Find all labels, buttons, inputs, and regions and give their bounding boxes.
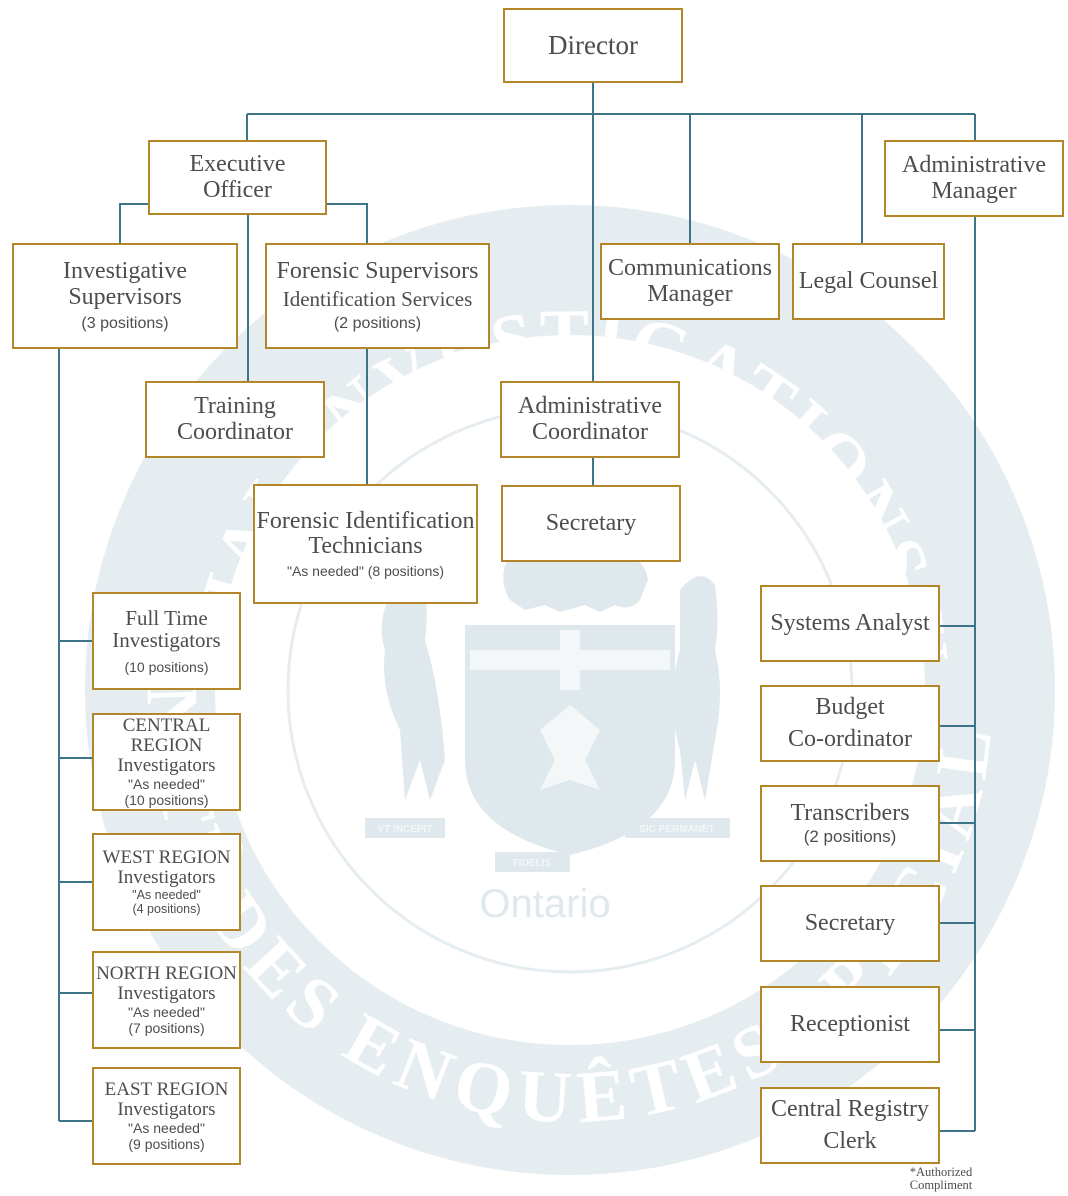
node-secretary-center-title: Secretary — [545, 509, 637, 536]
node-training-coordinator: Training Coordinator — [145, 381, 325, 458]
node-full-time-investigators-positions: (10 positions) — [124, 659, 209, 675]
node-central-region-role: Investigators — [117, 754, 216, 776]
motto-banner-right — [625, 818, 730, 838]
node-central-region-note: "As needed" — [128, 775, 205, 792]
node-communications-manager-line2: Manager — [647, 280, 733, 307]
node-investigative-supervisors-line1: Investigative — [63, 258, 187, 285]
node-full-time-investigators-line2: Investigators — [112, 627, 221, 652]
motto-left: VT INCEPIT — [377, 824, 432, 835]
node-legal-counsel: Legal Counsel — [792, 243, 945, 320]
node-east-region-role: Investigators — [117, 1098, 216, 1120]
node-central-region-positions: (10 positions) — [124, 791, 209, 808]
node-budget-coordinator-line1: Budget — [815, 694, 885, 721]
node-administrative-coordinator-line1: Administrative — [518, 393, 662, 420]
node-central-registry-clerk: Central Registry Clerk — [760, 1087, 940, 1164]
footnote: *Authorized Compliment — [896, 1165, 986, 1193]
node-administrative-manager-line2: Manager — [931, 177, 1017, 204]
node-east-region: EAST REGION Investigators "As needed" (9… — [92, 1067, 241, 1165]
node-forensic-supervisors-line2: Identification Services — [282, 287, 473, 312]
deer-right-icon — [672, 576, 720, 800]
node-transcribers-positions: (2 positions) — [803, 827, 897, 847]
node-investigative-supervisors: Investigative Supervisors (3 positions) — [12, 243, 238, 349]
node-administrative-coordinator-line2: Coordinator — [532, 418, 648, 445]
node-west-region-positions: (4 positions) — [132, 901, 201, 916]
node-central-region: CENTRAL REGION Investigators "As needed"… — [92, 713, 241, 811]
node-forensic-supervisors: Forensic Supervisors Identification Serv… — [265, 243, 490, 349]
node-communications-manager: Communications Manager — [600, 243, 780, 320]
node-west-region-note: "As needed" — [132, 887, 201, 902]
node-west-region-role: Investigators — [117, 866, 216, 888]
connector-exec-left — [119, 203, 150, 244]
footnote-line1: *Authorized — [909, 1165, 973, 1179]
motto-center: FIDELIS — [513, 858, 552, 869]
node-transcribers: Transcribers (2 positions) — [760, 785, 940, 862]
node-north-region-role: Investigators — [117, 982, 216, 1004]
node-receptionist: Receptionist — [760, 986, 940, 1063]
node-forensic-technicians-note: "As needed" (8 positions) — [286, 563, 445, 580]
node-executive-officer-line1: Executive — [189, 151, 286, 178]
node-forensic-technicians-line1: Forensic Identification — [256, 507, 475, 534]
node-executive-officer: Executive Officer — [148, 140, 327, 215]
node-executive-officer-line2: Officer — [203, 176, 272, 203]
node-secretary-right: Secretary — [760, 885, 940, 962]
connectors — [58, 82, 976, 1132]
footnote-line2: Compliment — [909, 1178, 973, 1193]
connector-exec-right — [326, 203, 368, 244]
node-forensic-technicians: Forensic Identification Technicians "As … — [253, 484, 478, 604]
motto-banner-left — [365, 818, 445, 838]
node-full-time-investigators: Full Time Investigators (10 positions) — [92, 592, 241, 690]
node-central-registry-clerk-line2: Clerk — [823, 1127, 877, 1154]
node-director: Director — [503, 8, 683, 83]
node-budget-coordinator-line2: Co-ordinator — [788, 725, 912, 752]
node-secretary-right-title: Secretary — [804, 909, 896, 936]
node-administrative-manager-line1: Administrative — [902, 152, 1046, 179]
motto-right: SIC PERMANET — [639, 824, 715, 835]
motto-banner-center — [495, 852, 570, 872]
node-full-time-investigators-line1: Full Time — [125, 605, 208, 630]
node-training-coordinator-line1: Training — [194, 393, 276, 420]
node-secretary-center: Secretary — [501, 485, 681, 562]
node-systems-analyst-title: Systems Analyst — [770, 609, 930, 636]
node-east-region-note: "As needed" — [128, 1119, 205, 1136]
node-investigative-supervisors-positions: (3 positions) — [81, 314, 169, 332]
node-training-coordinator-line2: Coordinator — [177, 418, 293, 445]
deer-left-icon — [381, 569, 445, 800]
watermark-province: Ontario — [479, 882, 610, 926]
node-north-region-positions: (7 positions) — [128, 1019, 205, 1036]
node-legal-counsel-title: Legal Counsel — [798, 267, 939, 294]
node-west-region: WEST REGION Investigators "As needed" (4… — [92, 833, 241, 931]
node-forensic-technicians-line2: Technicians — [308, 532, 423, 559]
node-receptionist-title: Receptionist — [790, 1010, 910, 1037]
node-forensic-supervisors-line1: Forensic Supervisors — [276, 257, 479, 284]
node-north-region: NORTH REGION Investigators "As needed" (… — [92, 951, 241, 1049]
node-east-region-positions: (9 positions) — [128, 1135, 205, 1152]
node-north-region-region: NORTH REGION — [96, 962, 237, 984]
node-systems-analyst: Systems Analyst — [760, 585, 940, 662]
node-east-region-region: EAST REGION — [104, 1078, 229, 1100]
node-communications-manager-line1: Communications — [608, 255, 772, 282]
node-investigative-supervisors-line2: Supervisors — [68, 283, 182, 310]
node-budget-coordinator: Budget Co-ordinator — [760, 685, 940, 762]
node-administrative-coordinator: Administrative Coordinator — [500, 381, 680, 458]
node-director-title: Director — [548, 30, 638, 61]
node-transcribers-title: Transcribers — [790, 799, 910, 826]
node-north-region-note: "As needed" — [128, 1003, 205, 1020]
node-forensic-supervisors-positions: (2 positions) — [333, 315, 422, 333]
node-central-registry-clerk-line1: Central Registry — [771, 1096, 929, 1123]
node-central-region-region: CENTRAL REGION — [122, 715, 211, 756]
node-west-region-region: WEST REGION — [102, 846, 231, 868]
node-administrative-manager: Administrative Manager — [884, 140, 1064, 217]
